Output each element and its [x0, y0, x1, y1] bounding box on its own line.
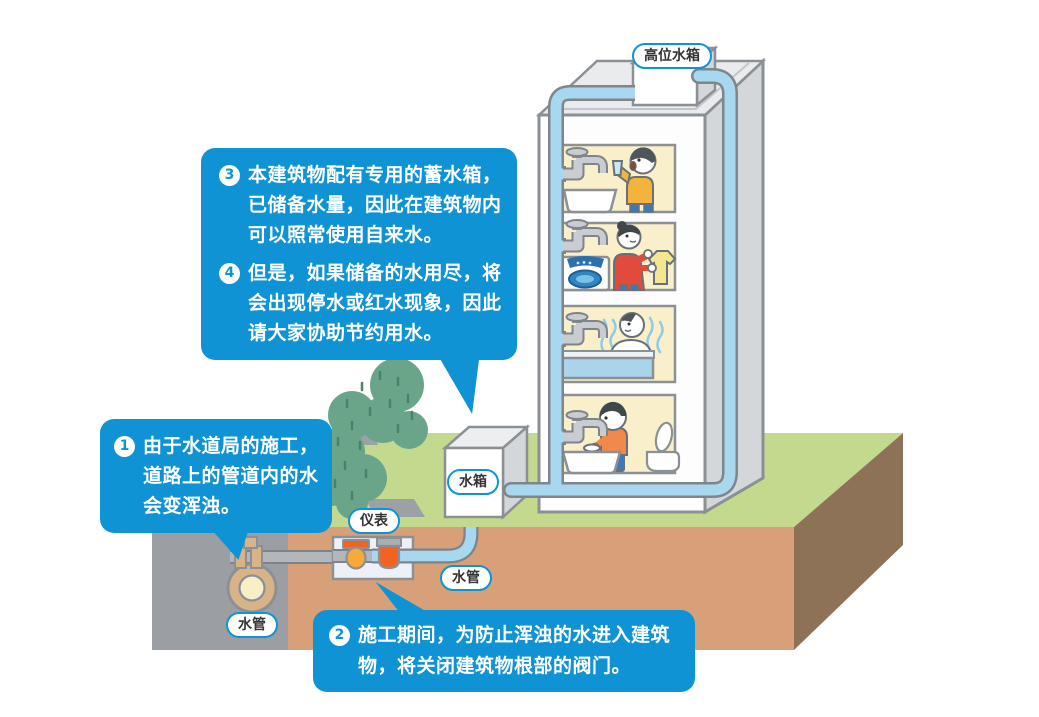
info-bubble-construction: 1 由于水道局的施工，道路上的管道内的水会变浑浊。 — [100, 419, 332, 533]
tapping-valve — [243, 536, 258, 549]
label-water-main: 水管 — [226, 612, 278, 638]
washing-machine — [560, 255, 611, 292]
bubble-item: 2 施工期间，为防止浑浊的水进入建筑物，将关闭建筑物根部的阀门。 — [329, 620, 683, 682]
info-bubble-storage: 3 本建筑物配有专用的蓄水箱，已储备水量，因此在建筑物内可以照常使用自来水。 4… — [201, 148, 517, 360]
kitchen-sink — [562, 188, 618, 214]
circled-number: 1 — [114, 436, 135, 457]
bubble-text: 本建筑物配有专用的蓄水箱，已储备水量，因此在建筑物内可以照常使用自来水。 — [248, 164, 502, 246]
bubble-text: 但是，如果储备的水用尽，将会出现停水或红水现象，因此请大家协助节约用水。 — [248, 262, 502, 344]
washroom-sink — [561, 450, 622, 475]
label-rooftop-tank: 高位水箱 — [632, 43, 712, 69]
person-laundry — [613, 221, 677, 291]
label-receiving-tank: 水箱 — [447, 469, 499, 495]
bushes — [314, 358, 428, 519]
hand-bowl — [583, 443, 601, 453]
info-bubble-valve: 2 施工期间，为防止浑浊的水进入建筑物，将关闭建筑物根部的阀门。 — [313, 610, 695, 692]
water-meter-cap — [376, 537, 402, 547]
water-meter-body — [377, 544, 401, 570]
bubble-text: 施工期间，为防止浑浊的水进入建筑物，将关闭建筑物根部的阀门。 — [358, 624, 671, 677]
label-meter: 仪表 — [348, 508, 400, 534]
bubble-item: 1 由于水道局的施工，道路上的管道内的水会变浑浊。 — [114, 431, 324, 521]
circled-number: 2 — [329, 625, 350, 646]
person-drinking — [611, 147, 657, 213]
stop-valve-body — [345, 546, 367, 570]
soil-side — [794, 433, 903, 650]
building-pipes — [503, 68, 738, 498]
bubble-item: 3 本建筑物配有专用的蓄水箱，已储备水量，因此在建筑物内可以照常使用自来水。 — [219, 160, 503, 250]
pipe-fitting — [250, 545, 263, 569]
circled-number: 3 — [219, 165, 240, 186]
bubble-item: 4 但是，如果储备的水用尽，将会出现停水或红水现象，因此请大家协助节约用水。 — [219, 258, 503, 348]
water-main-bore — [238, 574, 266, 602]
bathtub — [559, 350, 655, 380]
circled-number: 4 — [219, 263, 240, 284]
toilet — [645, 421, 681, 473]
bubble-text: 由于水道局的施工，道路上的管道内的水会变浑浊。 — [143, 435, 319, 517]
label-service-pipe: 水管 — [440, 565, 492, 591]
underground-water-system — [226, 527, 479, 614]
